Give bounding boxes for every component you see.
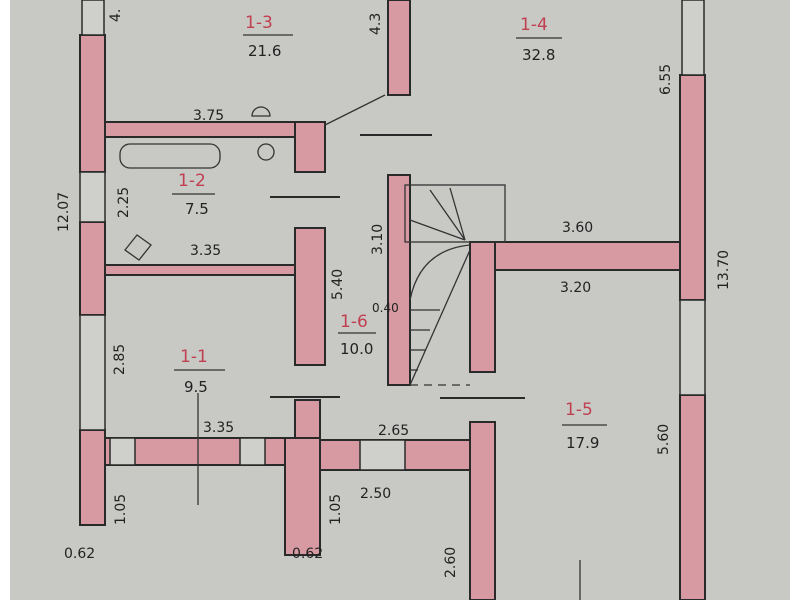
room-1-5-id: 1-5 <box>565 400 593 420</box>
dim-3-20: 3.20 <box>560 280 591 296</box>
room-1-2-area: 7.5 <box>185 200 209 218</box>
dim-0-62-mid: 0.62 <box>292 546 323 562</box>
windows <box>79 0 706 471</box>
dim-1-05-mid: 1.05 <box>328 494 344 525</box>
dim-2-65: 2.65 <box>378 423 409 439</box>
dim-13-70: 13.70 <box>716 250 732 290</box>
room-labels: 1-3 21.6 1-4 32.8 1-2 7.5 1-6 10.0 1-1 9… <box>172 13 607 452</box>
room-1-4-area: 32.8 <box>522 46 555 64</box>
dim-3-60: 3.60 <box>562 220 593 236</box>
fixtures-and-doors <box>119 94 581 600</box>
room-1-4-id: 1-4 <box>520 15 548 35</box>
room-1-2-id: 1-2 <box>178 171 206 191</box>
dim-2-60: 2.60 <box>443 547 459 578</box>
dim-6-55: 6.55 <box>658 64 674 95</box>
dim-2-25: 2.25 <box>116 187 132 218</box>
dim-4-3: 4.3 <box>368 13 384 35</box>
room-1-6-area: 10.0 <box>340 340 373 358</box>
dim-0-62-left: 0.62 <box>64 546 95 562</box>
dim-2-85: 2.85 <box>112 344 128 375</box>
dim-0-40: 0.40 <box>372 301 399 315</box>
dimension-labels: 4. 4.3 6.55 3.75 12.07 2.25 3.35 5.40 3.… <box>56 9 732 578</box>
dim-1-05-left: 1.05 <box>113 494 129 525</box>
dim-3-10: 3.10 <box>370 224 386 255</box>
dim-4: 4. <box>108 9 124 22</box>
walls <box>79 0 706 600</box>
dim-3-35-bottom: 3.35 <box>203 420 234 436</box>
room-1-6-id: 1-6 <box>340 312 368 332</box>
room-1-1-id: 1-1 <box>180 347 208 367</box>
room-1-3-id: 1-3 <box>245 13 273 33</box>
dim-5-60: 5.60 <box>656 424 672 455</box>
room-1-3-area: 21.6 <box>248 42 281 60</box>
room-1-1-area: 9.5 <box>184 378 208 396</box>
room-1-5-area: 17.9 <box>566 434 599 452</box>
dim-3-75: 3.75 <box>193 108 224 124</box>
dim-3-35-top: 3.35 <box>190 243 221 259</box>
dim-12-07: 12.07 <box>56 192 72 232</box>
dim-5-40: 5.40 <box>330 269 346 300</box>
dim-2-50: 2.50 <box>360 486 391 502</box>
